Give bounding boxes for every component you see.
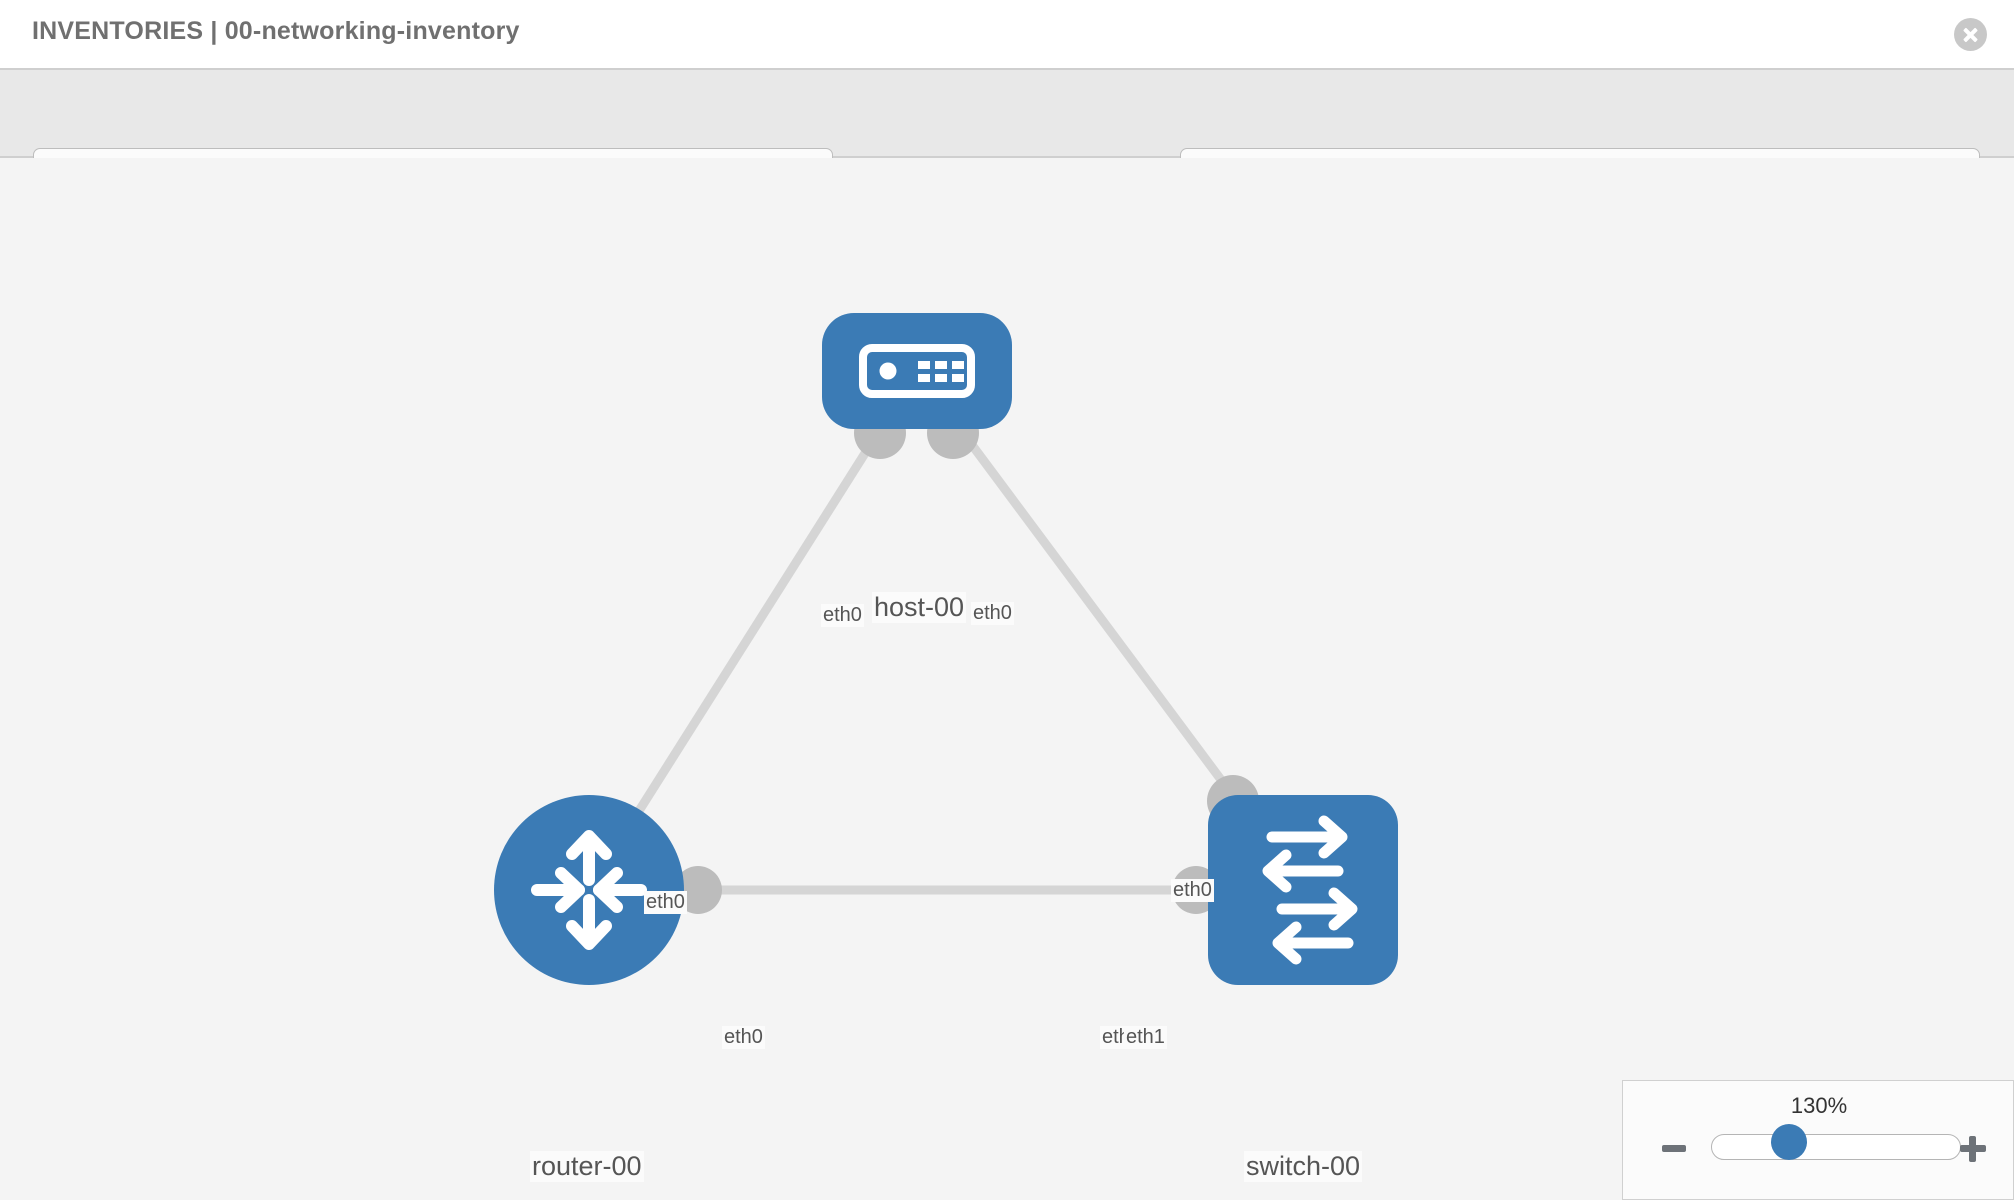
node-switch-00[interactable] [1208, 795, 1398, 985]
node-label-router-00: router-00 [530, 1151, 644, 1182]
page-title: INVENTORIES | 00-networking-inventory [32, 17, 520, 45]
host-glyph [859, 344, 975, 398]
interface-endpoints [674, 407, 1259, 914]
zoom-out-button[interactable] [1659, 1133, 1689, 1163]
node-router-00[interactable] [494, 795, 684, 985]
iface-label: eth0 [821, 604, 864, 627]
topology-graph [494, 313, 1398, 985]
zoom-slider-track[interactable] [1711, 1134, 1961, 1160]
iface-label: eth0 [1171, 879, 1214, 902]
iface-label: eth0 [722, 1026, 765, 1049]
link-host-router [585, 368, 921, 893]
node-label-host-00: host-00 [872, 592, 967, 623]
iface-label: eth0 [644, 891, 687, 914]
router-glyph [531, 830, 647, 950]
zoom-in-button[interactable] [1957, 1133, 1987, 1163]
iface-label: eth [1100, 1026, 1132, 1049]
toolbar: ACTIONS SEARCH [0, 68, 2014, 204]
iface-label: eth1 [1124, 1026, 1167, 1049]
zoom-slider-thumb[interactable] [1771, 1124, 1807, 1160]
zoom-level-label: 130% [1790, 1093, 1848, 1118]
zoom-control-panel: 130% [1622, 1080, 2014, 1200]
node-label-switch-00: switch-00 [1244, 1151, 1363, 1182]
close-icon[interactable] [1954, 18, 1987, 51]
title-bar: INVENTORIES | 00-networking-inventory [0, 0, 2014, 68]
topology-canvas[interactable]: eth0 eth0 eth0 eth0 eth0 eth eth1 host-0… [0, 158, 2014, 1200]
switch-glyph [1262, 815, 1358, 965]
iface-label: eth0 [971, 602, 1014, 625]
node-host-00[interactable] [822, 313, 1012, 429]
